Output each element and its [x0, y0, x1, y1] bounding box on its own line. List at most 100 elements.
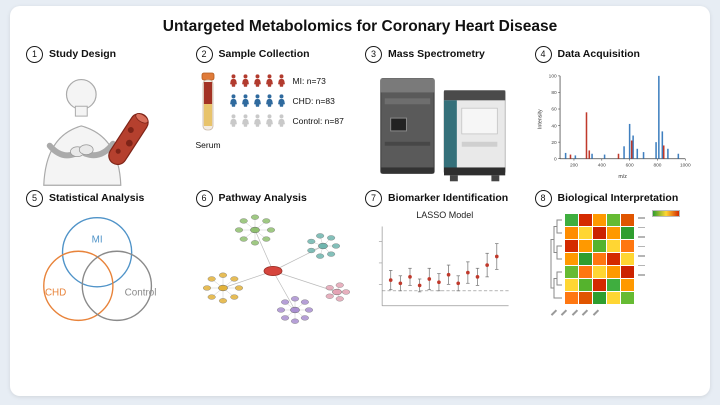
x-tick-label: 200	[569, 162, 577, 168]
sample-group-row: Control: n=87	[229, 114, 344, 127]
instrument-left-vent	[384, 98, 431, 105]
coefficient-point	[417, 283, 422, 288]
card: Untargeted Metabolomics for Coronary Hea…	[10, 6, 710, 396]
heatmap-cell	[620, 214, 634, 226]
pathway-node	[250, 214, 259, 220]
pathway-node	[341, 289, 350, 295]
heatmap-cell	[592, 266, 606, 278]
col-label-tick	[550, 309, 557, 316]
heatmap-cell	[592, 214, 606, 226]
step-biomarker-identification: 7 Biomarker Identification LASSO Model	[365, 188, 525, 332]
person-icon	[253, 74, 261, 87]
x-tick-label: 600	[625, 162, 633, 168]
pathway-node	[250, 240, 259, 246]
step-number-badge: 1	[26, 45, 43, 63]
pathway-node	[335, 282, 344, 288]
pathway-node	[300, 299, 309, 305]
heatmap-cell	[592, 240, 606, 252]
heatmap-block	[535, 208, 695, 306]
x-tick-label: 800	[653, 162, 661, 168]
tube-serum-layer	[203, 104, 213, 126]
y-tick-label: 100	[548, 74, 556, 80]
hub-node	[263, 266, 282, 277]
heatmap-cell	[620, 227, 634, 239]
y-tick-label: 20	[551, 140, 557, 146]
step-number-badge: 2	[195, 45, 213, 63]
step-header: 4 Data Acquisition	[534, 44, 695, 64]
pathway-node	[315, 253, 324, 259]
person-icon	[229, 94, 237, 107]
person-icon	[241, 94, 249, 107]
x-tick-label: 400	[597, 162, 605, 168]
row-label-tick	[637, 255, 645, 257]
sample-group-row: MI: n=73	[229, 74, 344, 87]
instrument-left-body	[380, 78, 435, 174]
coefficient-point	[446, 272, 451, 277]
instrument-left-seam	[384, 141, 431, 146]
step-label: Pathway Analysis	[218, 192, 307, 204]
group-label: Control: n=87	[292, 115, 344, 126]
pathway-node	[306, 247, 315, 254]
steps-grid: 1 Study Design	[10, 38, 710, 332]
coefficient-point	[456, 281, 461, 286]
heatmap-cell	[564, 279, 578, 291]
step-label: Sample Collection	[218, 48, 310, 60]
col-label-tick	[560, 309, 567, 316]
venn-circle-control	[81, 250, 153, 322]
pathway-node	[326, 235, 335, 241]
pathway-node	[325, 293, 334, 299]
row-label-tick	[637, 264, 645, 266]
heatmap-cell	[620, 279, 634, 291]
heatmap-cell	[578, 266, 592, 278]
pathway-node	[239, 218, 248, 224]
mass-spectrometer-illustration	[380, 78, 506, 182]
group-label: MI: n=73	[292, 75, 326, 86]
coefficient-point	[466, 270, 470, 275]
study-design-content	[26, 64, 186, 186]
pathway-node	[229, 276, 238, 282]
y-tick-label: 40	[551, 123, 557, 129]
col-label-tick	[592, 309, 599, 316]
coefficient-point	[408, 275, 412, 279]
person-icon	[265, 94, 273, 107]
row-label-tick	[637, 236, 645, 238]
step-biological-interpretation: 8 Biological Interpretation	[534, 188, 695, 332]
step-header: 5 Statistical Analysis	[26, 188, 186, 208]
biomarker-identification-content: LASSO Model	[365, 210, 525, 332]
heatmap-cell	[564, 214, 578, 226]
tube-blood-layer	[203, 82, 213, 104]
step-number-badge: 4	[534, 45, 552, 63]
pathway-node	[234, 285, 243, 291]
serum-tube-block: Serum	[196, 64, 221, 206]
cluster-center-node	[217, 284, 228, 292]
person-icon	[277, 94, 285, 107]
pathway-node	[335, 296, 344, 302]
dendrogram-branches	[550, 219, 562, 299]
blood-tube-icon	[201, 72, 215, 131]
page-title: Untargeted Metabolomics for Coronary Hea…	[162, 18, 558, 35]
person-icon	[277, 114, 285, 127]
pathway-node	[218, 298, 227, 304]
heatmap-cell	[620, 240, 634, 252]
heatmap-legend	[652, 210, 680, 217]
person-icon	[229, 74, 237, 87]
biological-interpretation-content	[535, 208, 695, 330]
heatmap-cell	[592, 279, 606, 291]
hub-edge	[222, 270, 273, 289]
step-number-badge: 7	[365, 189, 382, 207]
x-tick-label: 1000	[679, 162, 690, 168]
row-label-tick	[637, 217, 645, 219]
sample-group-row: CHD: n=83	[229, 94, 344, 107]
step-number-badge: 3	[365, 45, 382, 63]
step-header: 6 Pathway Analysis	[195, 188, 356, 208]
person-icon	[277, 74, 285, 87]
coefficient-point	[398, 281, 403, 286]
serum-label: Serum	[195, 140, 221, 150]
coefficient-point	[427, 277, 432, 281]
row-label-tick	[637, 226, 645, 228]
instrument-right-teal-panel	[444, 100, 457, 174]
step-label: Mass Spectrometry	[388, 48, 485, 60]
